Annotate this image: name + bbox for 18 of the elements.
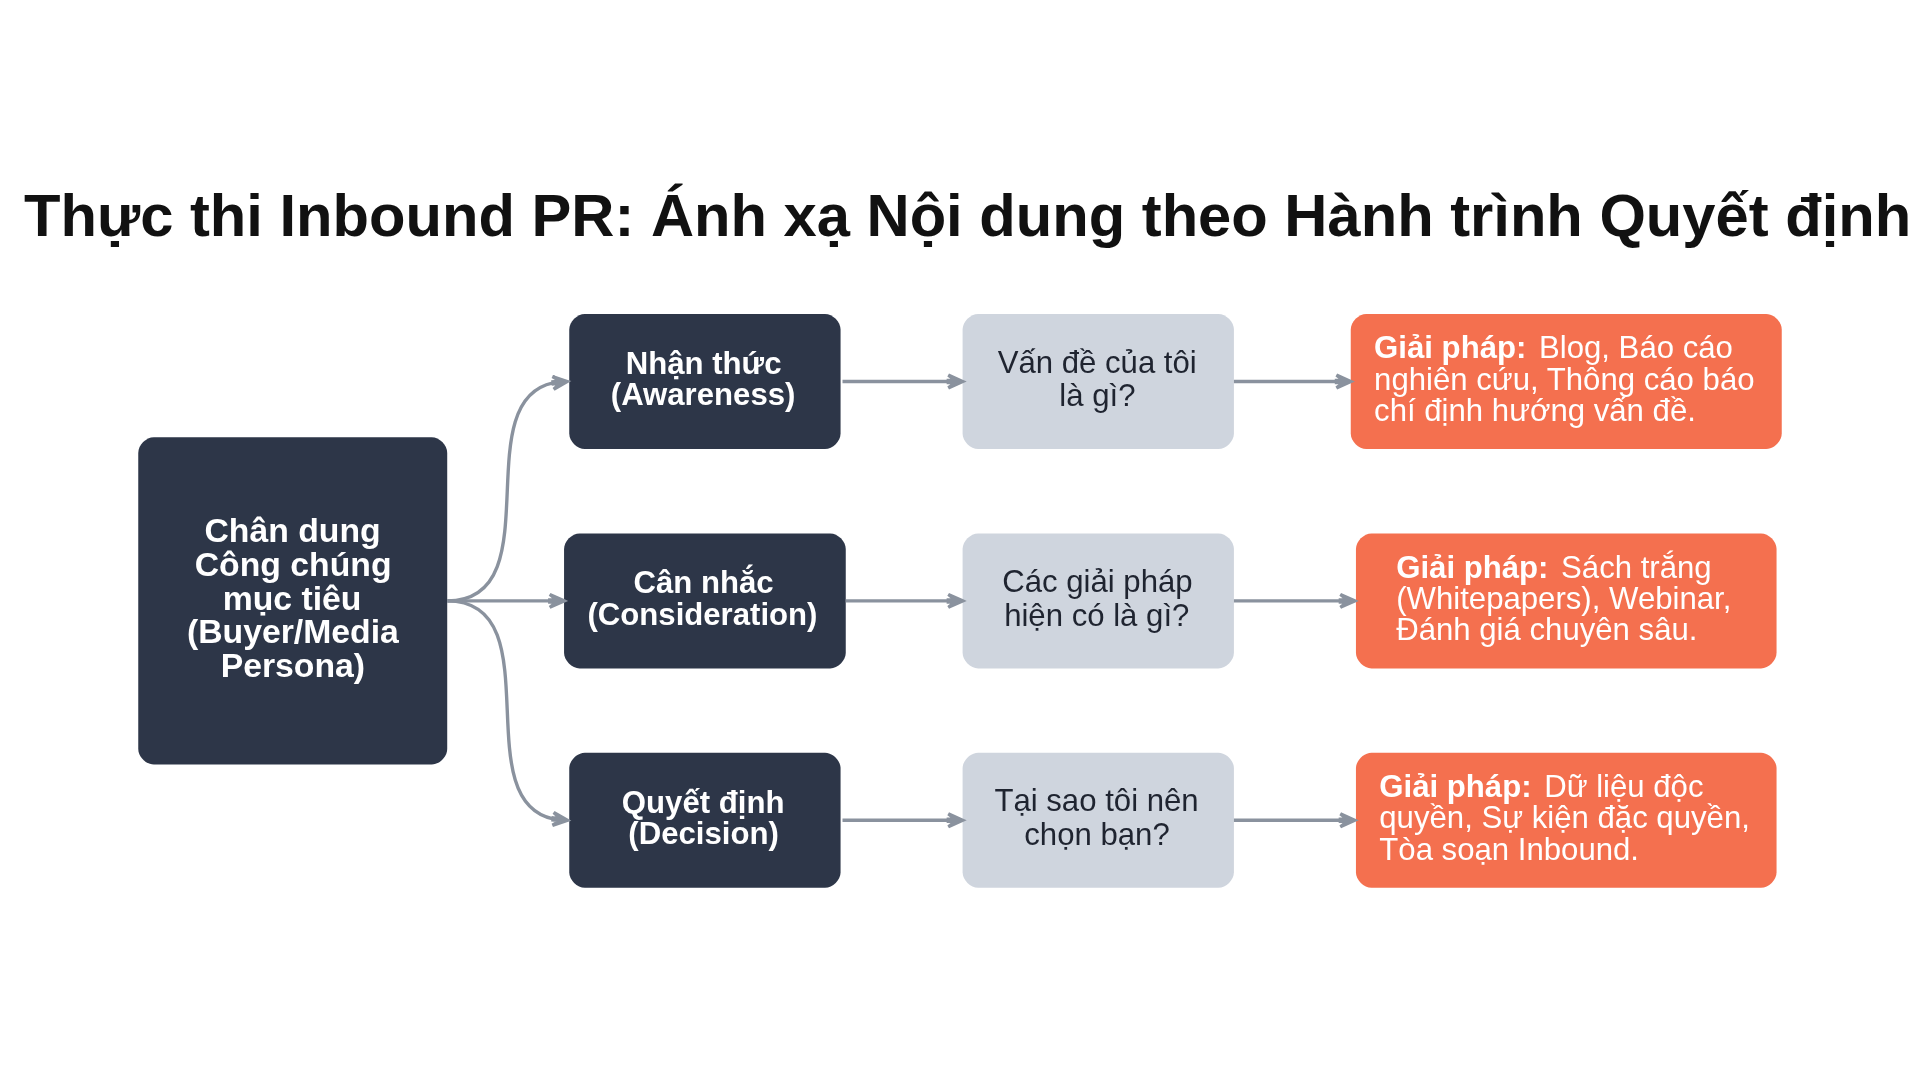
node-box: Nhận thức (Awareness): [569, 313, 841, 449]
arrow: [1233, 811, 1357, 828]
arrow: [1233, 592, 1357, 609]
node-box: Cân nhắc (Consideration): [564, 532, 846, 668]
arrow: [845, 592, 965, 609]
diagram-title: Thực thi Inbound PR: Ánh xạ Nội dung theo Hành trình Quyết định: [24, 181, 1912, 249]
arrow: [842, 811, 965, 828]
arrow: [842, 372, 965, 390]
node-box: Giải pháp: Dữ liệu độc quyền, Sự kiện đặc quyền, Tòa soạn Inbound.: [1355, 752, 1777, 888]
arrow: [446, 598, 569, 827]
node-box: Giải pháp: Sách trắng (Whitepapers), Webinar, Đánh giá chuyên sâu.: [1355, 532, 1777, 668]
node-box: Quyết định (Decision): [569, 752, 841, 888]
arrow: [1233, 372, 1353, 390]
node-box: Chân dung Công chúng mục tiêu (Buyer/Media Persona): [138, 436, 448, 764]
node-box: Vấn đề của tôi là gì?: [962, 313, 1234, 449]
node-box: Các giải pháp hiện có là gì?: [962, 532, 1234, 668]
node-box: Giải pháp: Blog, Báo cáo nghiên cứu, Thông cáo báo chí định hướng vấn đề.: [1350, 313, 1782, 449]
node-box: Tại sao tôi nên chọn bạn?: [962, 752, 1234, 888]
